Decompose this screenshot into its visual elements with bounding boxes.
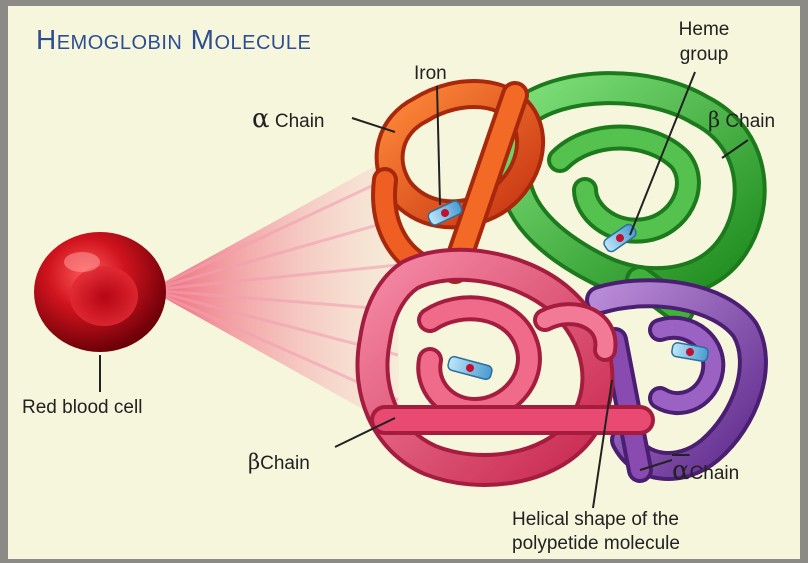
- helical-label-line2: polypetide molecule: [512, 534, 680, 553]
- alpha-symbol: α: [252, 104, 270, 134]
- beta-chain-bottom-text: Chain: [260, 453, 310, 474]
- alpha-chain-top-text: Chain: [275, 111, 325, 132]
- alpha-symbol: α: [672, 456, 690, 486]
- beta-chain-top-text: Chain: [725, 111, 775, 132]
- alpha-chain-top-label: α Chain: [252, 106, 325, 132]
- heme-label-line1: Heme: [664, 20, 744, 39]
- beta-symbol: β: [708, 108, 720, 132]
- diagram-title: Hemoglobin Molecule: [36, 24, 311, 56]
- beta-symbol: β: [248, 450, 260, 474]
- iron-label: Iron: [414, 64, 447, 83]
- helical-label-line1: Helical shape of the: [512, 510, 680, 529]
- beta-chain-top-label: β Chain: [708, 110, 775, 131]
- heme-group-label: Heme group: [664, 20, 744, 64]
- alpha-chain-bottom-label: αChain: [672, 458, 739, 484]
- alpha-chain-bottom-text: Chain: [690, 463, 740, 484]
- heme-label-line2: group: [664, 45, 744, 64]
- red-blood-cell: [34, 232, 166, 352]
- helical-shape-label: Helical shape of the polypetide molecule: [512, 510, 680, 553]
- red-blood-cell-label: Red blood cell: [22, 398, 142, 417]
- beta-chain-bottom-label: βChain: [248, 452, 310, 473]
